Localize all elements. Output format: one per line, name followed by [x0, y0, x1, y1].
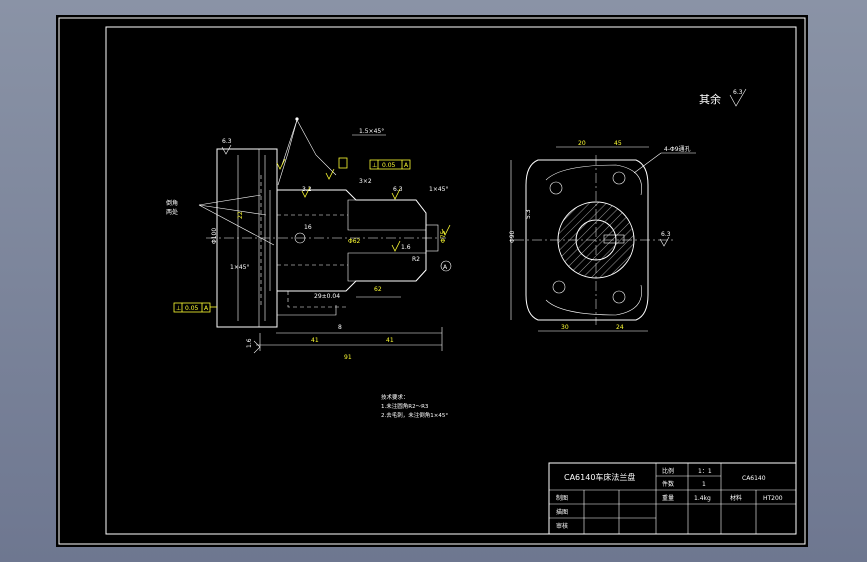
chamfer-1: 1.5×45° [359, 128, 384, 135]
notes-title: 技术要求： [381, 393, 409, 401]
general-roughness-label: 其余 [699, 92, 721, 106]
flange-side-outline [525, 159, 649, 321]
drawing-number: CA6140 [742, 475, 766, 482]
material-value: HT200 [763, 495, 783, 502]
dim-inner-22: 22 [237, 211, 244, 219]
bolt-hole-3 [552, 280, 566, 294]
dim-bottom-right: 24 [616, 324, 624, 331]
scale-value: 1：1 [698, 468, 712, 475]
tolerance-frame-bottom: ⊥ 0.05 A [173, 302, 217, 313]
chamfer-2: 1×45° [429, 186, 448, 193]
svg-text:审核: 审核 [556, 522, 568, 530]
drawing-canvas: 其余 6.3 [58, 17, 806, 545]
roughness-3: 6.3 [393, 186, 403, 193]
svg-text:A: A [443, 264, 448, 271]
svg-text:制图: 制图 [556, 494, 568, 502]
dim-bottom-41b: 41 [386, 337, 394, 344]
dim-bottom-left: 30 [561, 324, 569, 331]
svg-text:A: A [404, 162, 409, 169]
dim-top-left: 20 [578, 140, 586, 147]
svg-text:⊥: ⊥ [176, 305, 181, 312]
dim-top-right: 45 [614, 140, 622, 147]
roughness-bottom-left: 1.6 [246, 338, 253, 348]
dim-side-5-3: 5.3 [525, 209, 532, 219]
svg-text:0.05: 0.05 [185, 305, 199, 312]
general-roughness: 其余 6.3 [699, 88, 747, 107]
side-view: 20 45 30 24 Φ90 5.3 4-Φ9通孔 6.3 [509, 140, 696, 332]
notes-line-2: 2.去毛刺，未注倒角1×45° [381, 411, 448, 419]
svg-text:比例: 比例 [662, 467, 674, 475]
technical-notes: 技术要求： 1.未注圆角R2～R3 2.去毛刺，未注倒角1×45° [381, 393, 448, 419]
dim-surface-16: 1.6 [401, 244, 411, 251]
dim-left-diam: Φ100 [211, 228, 218, 244]
svg-text:件数: 件数 [662, 480, 674, 488]
bolt-hole-2 [612, 171, 626, 185]
callout-chamfer-two: 倒角 [166, 199, 178, 207]
drawing-sheet: 其余 6.3 [56, 15, 808, 547]
datum-marker [440, 260, 452, 272]
notes-line-1: 1.未注圆角R2～R3 [381, 402, 429, 410]
tolerance-frame-top: ⊥ 0.05 A [338, 157, 411, 170]
side-roughness: 6.3 [661, 231, 671, 238]
roughness-symbol-icon [729, 88, 747, 107]
dim-total: 91 [344, 354, 352, 361]
title-block: CA6140车床法兰盘 比例 1：1 件数 1 CA6140 重量 1.4kg … [548, 462, 797, 535]
dim-bottom-8: 8 [338, 324, 342, 331]
undercut-label: R2 [412, 256, 420, 263]
front-view: 倒角 两处 Φ100 22 Φ62 Φ75 1.6 62 29±0.04 8 4… [166, 117, 452, 361]
dim-bottom-41a: 41 [311, 337, 319, 344]
hole-callout: 4-Φ9通孔 [664, 145, 691, 153]
svg-text:重量: 重量 [662, 494, 674, 502]
roughness-1: 6.3 [222, 138, 232, 145]
svg-text:0.05: 0.05 [382, 162, 396, 169]
section-hatch-bottom [347, 252, 427, 282]
dim-depth-62: 62 [374, 286, 382, 293]
outer-border [58, 17, 806, 545]
groove-label: 3×2 [359, 178, 372, 185]
dim-small-16: 16 [304, 224, 312, 231]
general-roughness-value: 6.3 [733, 89, 743, 96]
bolt-hole-1 [549, 181, 563, 195]
svg-text:两处: 两处 [166, 208, 178, 216]
qty-value: 1 [702, 481, 706, 488]
dim-height: Φ90 [509, 230, 516, 243]
svg-text:⊥: ⊥ [372, 162, 377, 169]
weight-value: 1.4kg [694, 495, 711, 502]
chamfer-3: 1×45° [230, 264, 249, 271]
roughness-2: 3.2 [302, 186, 312, 193]
section-hatch-top [347, 199, 427, 231]
radial-hole [294, 232, 306, 244]
dim-right-diam: Φ75 [440, 230, 447, 243]
svg-text:描图: 描图 [556, 508, 568, 516]
bolt-hole-4 [612, 290, 626, 304]
svg-text:材料: 材料 [730, 494, 742, 502]
dim-bottom-small: 29±0.04 [314, 293, 340, 300]
part-name: CA6140车床法兰盘 [564, 472, 635, 482]
inner-border [105, 26, 797, 535]
svg-text:A: A [204, 305, 209, 312]
dim-bore-diam: Φ62 [348, 238, 361, 245]
